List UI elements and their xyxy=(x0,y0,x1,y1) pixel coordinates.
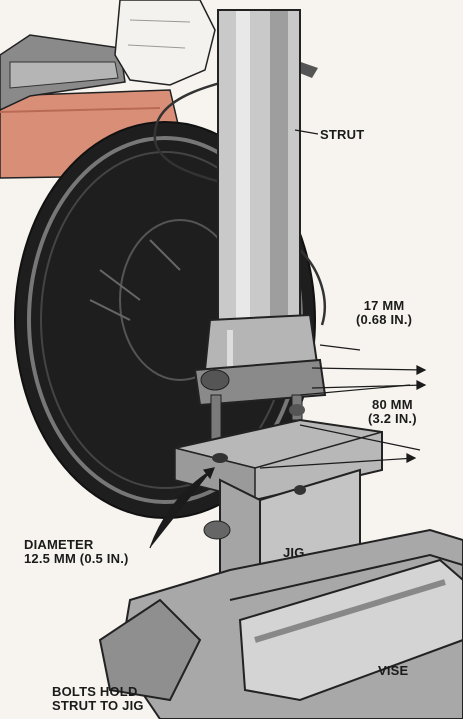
label-jig: JIG xyxy=(283,545,305,560)
diameter-line2: 12.5 MM (0.5 IN.) xyxy=(24,551,129,566)
label-dimension-80mm: 80 MM (3.2 IN.) xyxy=(368,398,417,426)
label-diameter: DIAMETER 12.5 MM (0.5 IN.) xyxy=(24,538,129,566)
label-strut: STRUT xyxy=(320,127,365,142)
dim-17-mm: 17 MM xyxy=(363,298,405,313)
strut-bracket xyxy=(193,358,327,407)
label-vise: VISE xyxy=(378,663,409,678)
jig-nut xyxy=(203,520,231,540)
diameter-line1: DIAMETER xyxy=(24,537,94,552)
bolts-line2: STRUT TO JIG xyxy=(52,698,144,713)
dim-17-in: (0.68 IN.) xyxy=(356,312,413,327)
label-dimension-17mm: 17 MM (0.68 IN.) xyxy=(356,299,412,327)
dimension-lines xyxy=(149,129,427,549)
dim-80-in: (3.2 IN.) xyxy=(368,411,417,426)
gloved-hand xyxy=(114,0,216,86)
dim-80-mm: 80 MM xyxy=(372,397,413,412)
bolts-line1: BOLTS HOLD xyxy=(52,684,138,699)
label-bolts: BOLTS HOLD STRUT TO JIG xyxy=(52,685,144,713)
